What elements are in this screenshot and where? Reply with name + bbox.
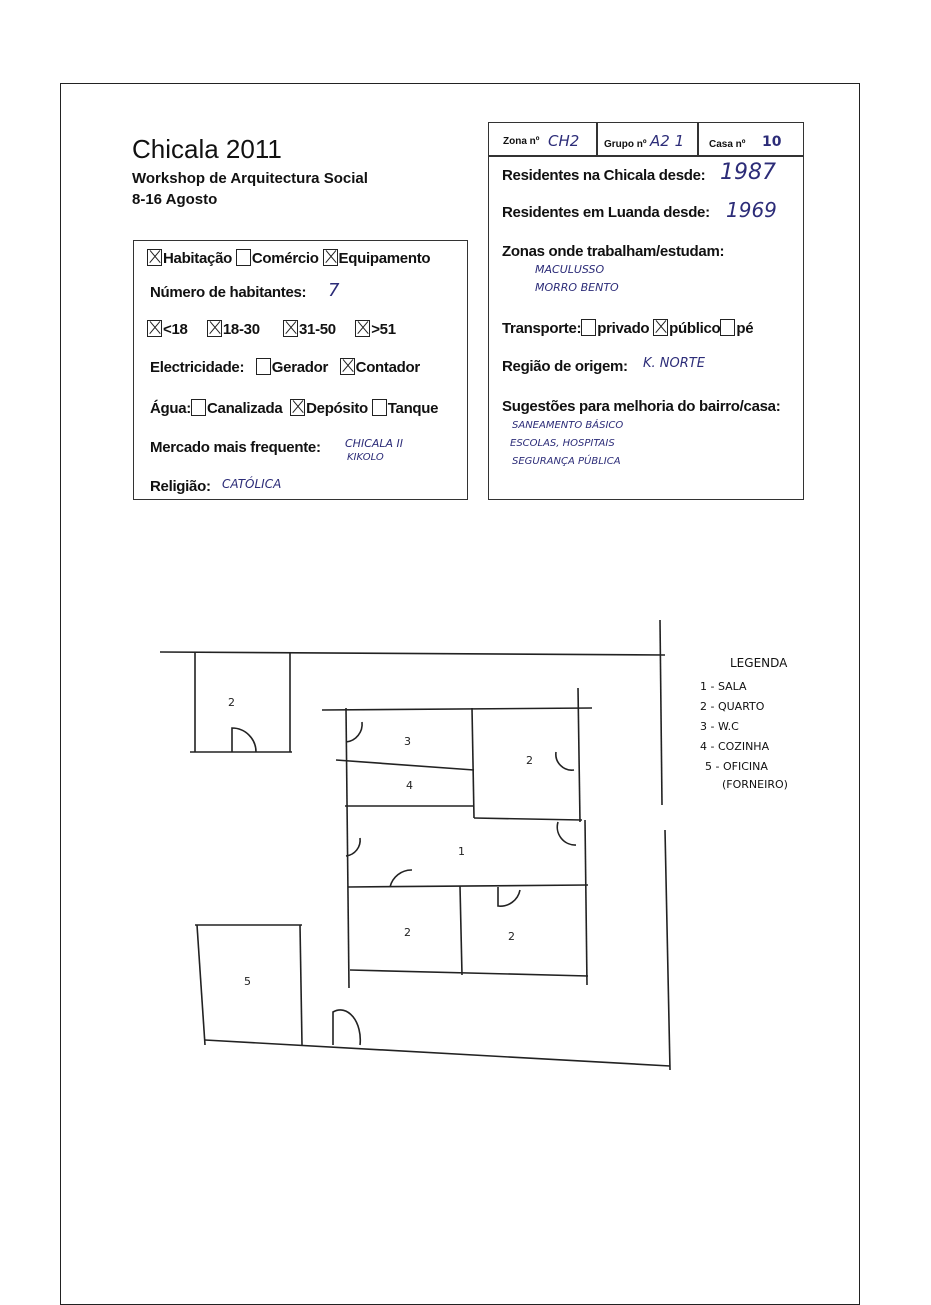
door-arc [497, 887, 521, 907]
room-label: 2 [228, 696, 235, 709]
legend-item: 1 - SALA [700, 680, 747, 693]
door-arc [345, 837, 361, 857]
door-arc [231, 727, 257, 753]
door-arc [389, 869, 413, 888]
sugestoes-label: Sugestões para melhoria do bairro/casa: [502, 398, 781, 415]
habitantes-label: Número de habitantes: [150, 284, 307, 301]
plan-wall [159, 651, 666, 656]
legend-item: 2 - QUARTO [700, 700, 765, 713]
sugestao-3[interactable]: SEGURANÇA PÚBLICA [512, 456, 621, 467]
plan-wall [473, 817, 583, 821]
checkbox-habitacao[interactable] [147, 249, 162, 266]
sugestao-1[interactable]: SANEAMENTO BÁSICO [512, 420, 624, 431]
origem-value[interactable]: K. NORTE [643, 356, 705, 371]
plan-wall [471, 707, 475, 819]
use-row: Habitação Comércio Equipamento [147, 249, 431, 267]
room-label: 3 [404, 735, 411, 748]
door-arc [332, 1009, 362, 1046]
plan-wall [659, 619, 663, 806]
plan-wall [345, 707, 350, 989]
room-label: 5 [244, 975, 251, 988]
divider [596, 122, 598, 155]
sugestao-2[interactable]: ESCOLAS, HOSPITAIS [510, 438, 615, 449]
form-title: Chicala 2011 [132, 134, 282, 164]
checkbox-deposito[interactable] [290, 399, 306, 416]
door-arc [345, 721, 363, 743]
room-label: 2 [526, 754, 533, 767]
legend-item: 3 - W.C [700, 720, 739, 733]
legend-title: LEGENDA [730, 656, 788, 670]
ages-row: <18 18-30 31-50 >51 [147, 320, 396, 338]
checkbox-age-under-18[interactable] [147, 320, 162, 337]
religiao-value[interactable]: CATÓLICA [222, 477, 282, 491]
plan-wall [577, 687, 581, 823]
mercado-value-1[interactable]: CHICALA II [345, 437, 404, 450]
checkbox-equipamento[interactable] [322, 249, 338, 266]
plan-wall [349, 969, 589, 977]
checkbox-age-18-30[interactable] [206, 320, 222, 337]
zona-label: Zona nº [503, 136, 540, 147]
mercado-value-2[interactable]: KIKOLO [347, 452, 384, 463]
zonas-value-2[interactable]: MORRO BENTO [535, 281, 619, 294]
checkbox-canalizada[interactable] [191, 399, 206, 416]
zonas-label: Zonas onde trabalham/estudam: [502, 243, 725, 260]
zonas-value-1[interactable]: MACULUSSO [535, 263, 605, 276]
checkbox-publico[interactable] [653, 319, 669, 336]
agua-row: Água:Canalizada Depósito Tanque [150, 399, 439, 417]
luanda-label: Residentes em Luanda desde: [502, 204, 710, 221]
legend-item: 4 - COZINHA [700, 740, 770, 753]
plan-wall [299, 924, 303, 1046]
room-label: 4 [406, 779, 413, 792]
form-subtitle: Workshop de Arquitectura Social 8-16 Agos… [132, 168, 368, 210]
checkbox-age-31-50[interactable] [282, 320, 298, 337]
checkbox-age-over-51[interactable] [355, 320, 371, 337]
workshop-dates: 8-16 Agosto [132, 191, 218, 208]
household-box [133, 240, 468, 500]
room-label: 1 [458, 845, 465, 858]
mercado-label: Mercado mais frequente: [150, 439, 321, 456]
checkbox-tanque[interactable] [371, 399, 387, 416]
casa-value[interactable]: 10 [762, 134, 782, 150]
luanda-value[interactable]: 1969 [726, 198, 777, 222]
plan-wall [347, 884, 589, 888]
casa-label: Casa nº [709, 139, 746, 150]
plan-wall [321, 707, 593, 711]
room-label: 2 [508, 930, 515, 943]
legend-item-note: (FORNEIRO) [722, 778, 788, 791]
grupo-label: Grupo nº [604, 139, 647, 150]
plan-wall [335, 759, 475, 771]
checkbox-comercio[interactable] [235, 249, 251, 266]
checkbox-privado[interactable] [581, 319, 597, 336]
checkbox-contador[interactable] [339, 358, 355, 375]
door-arc [555, 751, 575, 771]
divider [697, 122, 699, 155]
legend-item: 5 - OFICINA [705, 760, 768, 773]
religiao-label: Religião: [150, 478, 211, 495]
electricidade-row: Electricidade: Gerador Contador [150, 358, 420, 376]
plan-wall [204, 1039, 671, 1067]
id-row-divider [488, 155, 804, 157]
plan-wall [584, 819, 588, 986]
residence-box [488, 122, 804, 500]
checkbox-gerador[interactable] [255, 358, 271, 375]
door-arc [556, 821, 577, 846]
zona-value[interactable]: CH2 [548, 132, 580, 150]
plan-wall [459, 885, 463, 976]
checkbox-pe[interactable] [720, 319, 736, 336]
habitantes-value[interactable]: 7 [328, 280, 340, 301]
plan-wall [196, 924, 206, 1046]
workshop-name: Workshop de Arquitectura Social [132, 170, 368, 187]
plan-wall [664, 829, 671, 1071]
origem-label: Região de origem: [502, 358, 628, 375]
chicala-label: Residentes na Chicala desde: [502, 167, 706, 184]
room-label: 2 [404, 926, 411, 939]
grupo-value[interactable]: A2 1 [650, 132, 685, 150]
chicala-value[interactable]: 1987 [720, 160, 776, 185]
